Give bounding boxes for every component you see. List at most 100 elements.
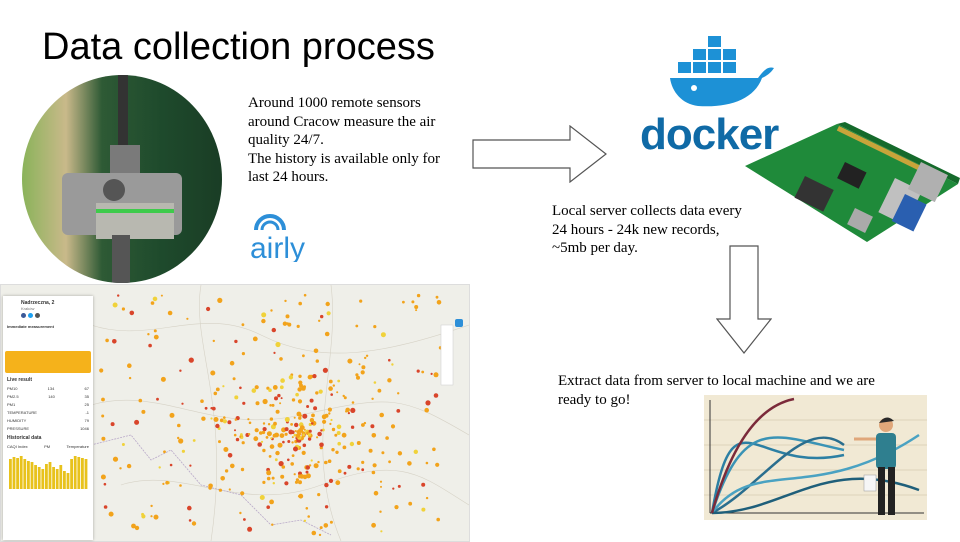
sensor-map-dot (355, 373, 359, 377)
sensor-map-dot (425, 461, 429, 465)
sensor-map-dot (317, 493, 321, 497)
sensor-map-dot (303, 293, 307, 297)
sensor-map-dot (268, 455, 272, 458)
sensor-map-dot (153, 514, 159, 520)
sensor-map-dot (371, 433, 377, 438)
sensor-map-dot (213, 391, 218, 396)
sensor-map-dot (217, 297, 223, 303)
sensor-map-dot (240, 491, 245, 496)
sensor-map-dot (415, 309, 418, 312)
sensor-map-dot (287, 458, 290, 462)
sensor-map-dot (347, 412, 350, 415)
sensor-photo (22, 75, 222, 283)
sensor-map-dot (272, 385, 278, 390)
sensor-map-dot (380, 530, 383, 533)
sensor-map-dot (189, 464, 192, 467)
sensor-map-dot (355, 324, 359, 328)
sensor-map-dot (277, 442, 283, 448)
sensor-map-dot (234, 395, 239, 400)
sensor-map-dot (385, 436, 389, 440)
sensor-map-dot (359, 299, 363, 303)
sensor-map-dot (121, 443, 125, 446)
sensor-map-dot (223, 447, 229, 452)
sensor-line: quality 24/7. (248, 132, 324, 148)
sensor-line: last 24 hours. (248, 169, 329, 185)
sensor-map-dot (99, 368, 104, 373)
tab-caqi[interactable]: CAQI Index (7, 444, 28, 449)
sensor-map-dot (328, 386, 333, 391)
measurement-label: HUMIDITY (7, 418, 27, 423)
sensor-map-dot (425, 400, 431, 406)
sensor-map-dot (416, 293, 421, 298)
facebook-icon[interactable] (21, 313, 26, 318)
sensor-map-dot (391, 363, 394, 366)
sensor-map-dot (121, 307, 125, 311)
sensor-map-dot (273, 421, 277, 426)
sensor-map-dot (350, 407, 356, 413)
sensor-map-dot (230, 463, 235, 469)
sensor-map-dot (296, 324, 300, 328)
sensor-map-dot (392, 487, 395, 490)
history-bar (37, 467, 41, 489)
sensor-map-dot (430, 372, 433, 375)
sensor-map-dot (241, 441, 245, 445)
sensor-map-dot (307, 437, 312, 441)
history-bar (55, 469, 59, 489)
sensor-map-dot (337, 379, 341, 383)
measurement-v2: 79 (84, 418, 89, 423)
airly-logo-text: airly (250, 232, 305, 262)
share-icon[interactable] (35, 313, 40, 318)
sensor-map-dot (379, 412, 385, 418)
sensor-map-dot (297, 387, 302, 392)
sensor-map-dot (269, 404, 272, 407)
sensor-map-dot (295, 478, 299, 482)
raspberry-pi-board (745, 118, 960, 253)
sensor-map-dot (294, 422, 299, 428)
sensor-map-dot (311, 413, 315, 418)
sensor-map-dot (298, 480, 302, 485)
sensor-map-dot (239, 511, 242, 515)
sensor-map-dot (271, 403, 275, 407)
sensor-map-dot (253, 436, 259, 442)
twitter-icon[interactable] (28, 313, 33, 318)
sensor-map-dot (294, 430, 297, 432)
sensor-map-dot (337, 441, 342, 446)
sensor-map-dot (186, 317, 189, 320)
sensor-map-dot (280, 397, 283, 400)
sensor-map-dot (408, 501, 413, 506)
sensor-map-dot (308, 464, 312, 467)
sensor-map-dot (267, 423, 271, 426)
sensor-map-dot (248, 421, 252, 425)
sensor-map-dot (275, 341, 281, 348)
sensor-map-dot (327, 459, 332, 463)
extract-line: Extract data from server to local machin… (558, 373, 875, 389)
tab-temperature[interactable]: Temperature (66, 444, 89, 449)
measurement-label: PRESSURE (7, 426, 30, 431)
sensor-map-dot (261, 430, 266, 435)
sensor-map-dot (103, 482, 107, 486)
sensor-map-dot (284, 427, 289, 432)
history-bar (45, 464, 48, 489)
measurement-row: TEMPERATURE-1 (7, 410, 89, 415)
sensor-map-dot (156, 397, 159, 401)
sensor-map-dot (307, 374, 313, 380)
sensor-map-dot (373, 381, 377, 384)
sensor-map-dot (112, 339, 117, 344)
sensor-map-dot (260, 440, 264, 443)
sensor-map-dot (287, 440, 291, 443)
sensor-map-dot (298, 301, 303, 306)
sensor-map-dot (320, 429, 323, 432)
docker-logo-text: docker (640, 110, 779, 159)
sensor-map-dot (235, 437, 240, 442)
measurement-v2: 67 (84, 386, 89, 391)
tab-pm[interactable]: PM (44, 444, 51, 449)
sensor-map-dot (200, 399, 204, 403)
sensor-map-dot (302, 443, 307, 448)
history-bar (63, 471, 66, 489)
sensor-map-dot (318, 389, 323, 394)
sensor-map-dot (201, 416, 206, 421)
sensor-map-dot (335, 480, 341, 486)
sensor-map-dot (291, 398, 296, 402)
sensor-map-dot (272, 482, 275, 485)
